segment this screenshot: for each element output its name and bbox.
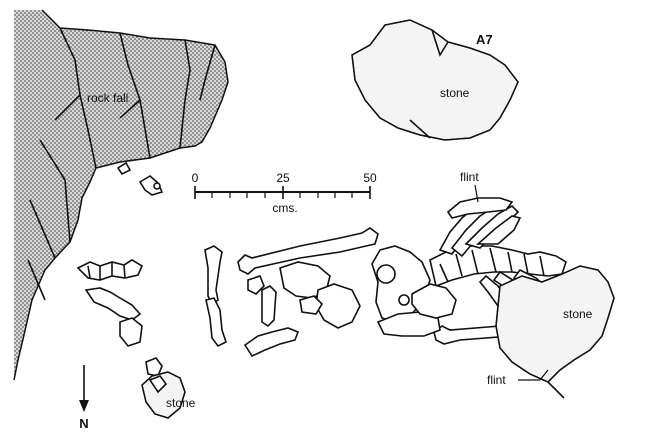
stone-a7: A7 stone [351,19,519,141]
stone-right: stone [495,265,615,399]
stone-bottom-group: stone [141,371,196,419]
flint-top-label: flint [460,170,479,184]
scale-tick-25: 25 [276,171,290,185]
skeleton-central [204,197,567,358]
scale-tick-50: 50 [363,171,377,185]
flint-bottom-annotation: flint [487,369,549,387]
stone-a7-label: stone [440,86,470,100]
north-label: N [79,416,88,431]
stone-bottom-label: stone [166,396,196,410]
scattered-bones-upper [116,161,164,196]
a7-label: A7 [476,32,493,47]
scale-tick-0: 0 [192,171,199,185]
scale-bar: 0 25 50 cms. [192,171,377,215]
north-arrow: N [79,365,89,431]
flint-top-annotation: flint [460,170,479,203]
rock-fall-label: rock fall [87,91,128,105]
rock-fall-area: rock fall [13,9,229,381]
flint-bottom-label: flint [487,373,506,387]
stone-right-label: stone [563,307,593,321]
left-bone-group [76,259,163,377]
scale-unit-label: cms. [272,201,297,215]
